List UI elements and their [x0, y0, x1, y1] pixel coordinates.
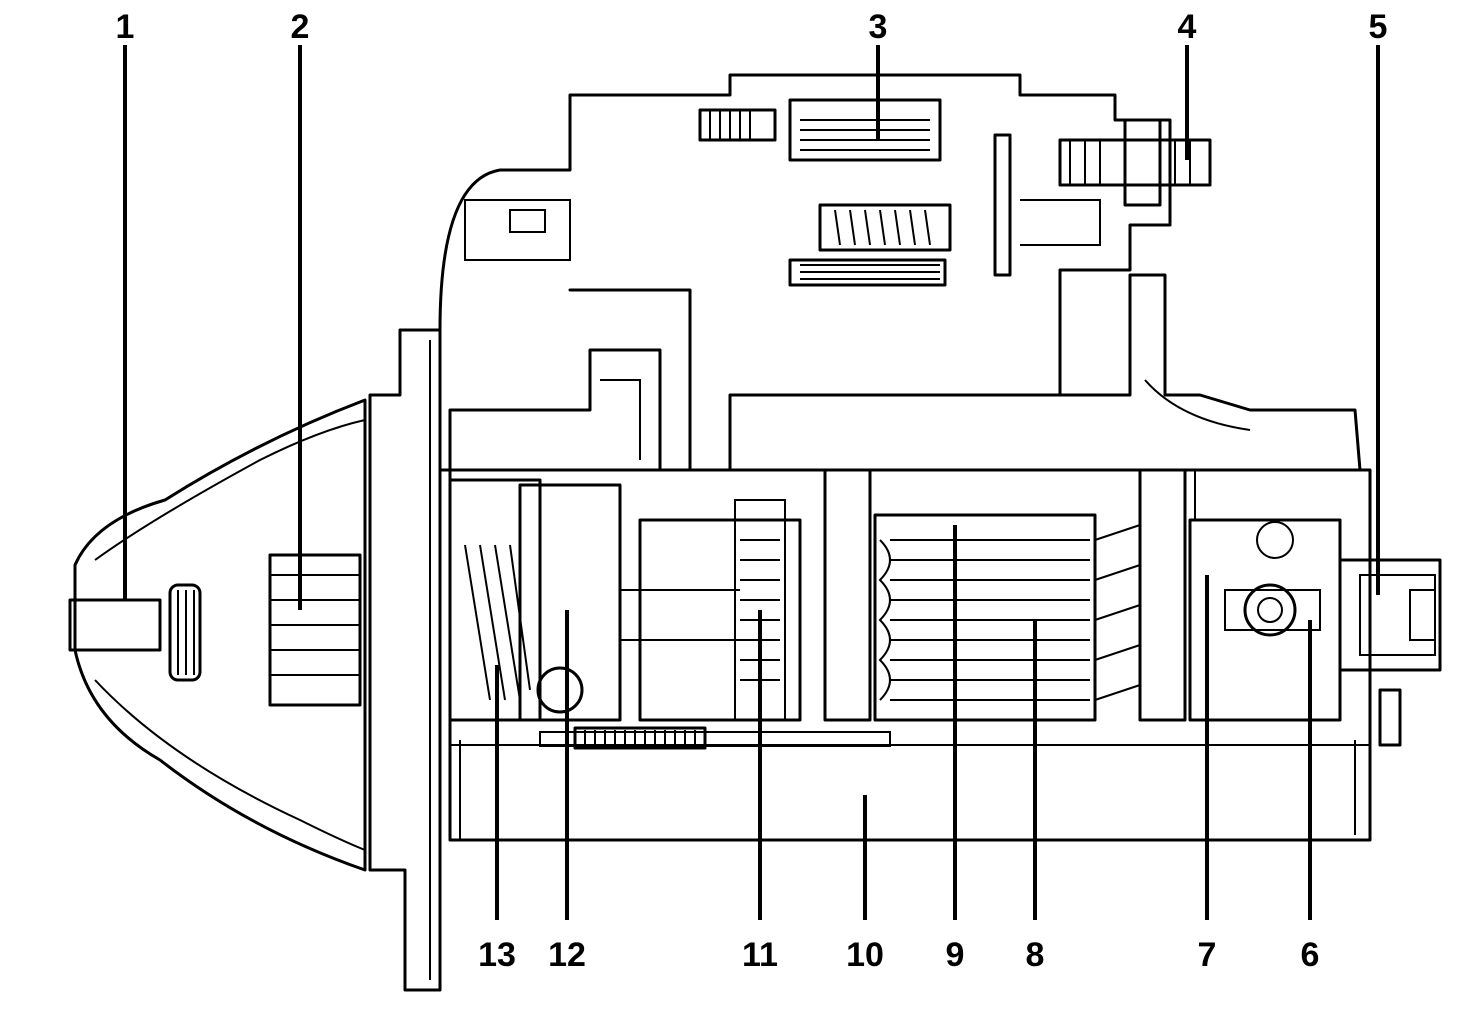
- reduction-gear: [638, 518, 802, 722]
- mounting-flange: [368, 328, 442, 992]
- callout-13: 13: [478, 936, 516, 974]
- ring-gear: [573, 726, 707, 750]
- callout-8: 8: [1025, 936, 1045, 974]
- callout-2: 2: [290, 8, 310, 46]
- brush: [1243, 583, 1297, 637]
- shaft-collar: [168, 583, 202, 682]
- solenoid-coil-top: [788, 98, 942, 162]
- contact-disc: [993, 133, 1012, 277]
- callout-5: 5: [1368, 8, 1388, 46]
- callout-1: 1: [115, 8, 135, 46]
- yoke-body: [448, 468, 1372, 842]
- plunger: [818, 203, 952, 252]
- drive-end-housing: [73, 398, 367, 872]
- terminal-bolt: [1058, 138, 1212, 187]
- output-shaft: [68, 598, 162, 652]
- terminal-nut: [1123, 118, 1162, 207]
- callout-7: 7: [1197, 936, 1217, 974]
- lever-housing: [438, 73, 1172, 472]
- callout-10: 10: [846, 936, 884, 974]
- solenoid-coil-bottom: [788, 258, 947, 287]
- callout-4: 4: [1177, 8, 1197, 46]
- end-cap: [1338, 558, 1442, 672]
- drive-assembly: [518, 483, 622, 722]
- callout-9: 9: [945, 936, 965, 974]
- armature: [873, 513, 1097, 722]
- callout-6: 6: [1300, 936, 1320, 974]
- callout-12: 12: [548, 936, 586, 974]
- threaded-rod: [698, 108, 777, 142]
- shift-lever: [448, 288, 692, 472]
- through-bolt: [1378, 688, 1402, 747]
- callout-3: 3: [868, 8, 888, 46]
- callout-11: 11: [742, 936, 778, 974]
- pinion-gear: [268, 553, 362, 707]
